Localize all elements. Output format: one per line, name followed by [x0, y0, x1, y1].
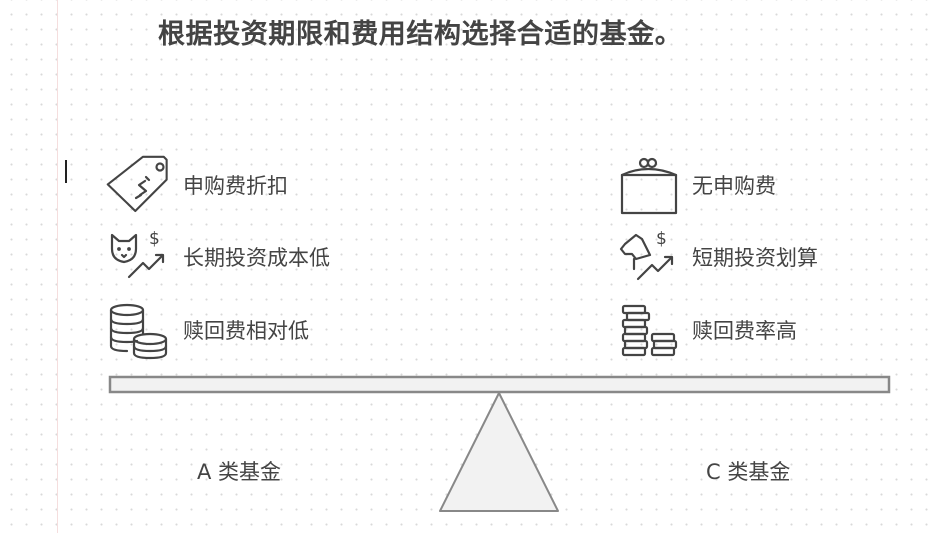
- diagram-title: 根据投资期限和费用结构选择合适的基金。: [158, 19, 683, 50]
- left-item-long-term-cost: $ 长期投资成本低: [105, 227, 330, 287]
- fund-c-label: C 类基金: [706, 460, 791, 484]
- right-item-label: 短期投资划算: [692, 246, 818, 270]
- coin-stacks-icon: [105, 300, 175, 360]
- text-cursor: [65, 160, 67, 183]
- left-item-label: 赎回费相对低: [183, 319, 309, 343]
- left-item-label: 申购费折扣: [183, 174, 288, 198]
- left-item-label: 长期投资成本低: [183, 246, 330, 270]
- seesaw-fulcrum: [439, 392, 559, 512]
- tall-coin-stacks-icon: [614, 300, 684, 360]
- dog-dollar-growth-icon: $: [614, 227, 684, 287]
- right-item-short-term-value: $ 短期投资划算: [614, 227, 818, 287]
- svg-text:$: $: [149, 229, 160, 249]
- right-item-redemption-high: 赎回费率高: [614, 300, 797, 360]
- right-item-label: 无申购费: [692, 174, 776, 198]
- purse-icon: [614, 155, 684, 215]
- right-item-label: 赎回费率高: [692, 319, 797, 343]
- left-item-redemption-low: 赎回费相对低: [105, 300, 309, 360]
- page-margin-line: [57, 0, 58, 533]
- price-tag-dollar-icon: [105, 155, 175, 215]
- cat-dollar-growth-icon: $: [105, 227, 175, 287]
- seesaw-beam: [108, 375, 891, 394]
- svg-text:$: $: [656, 229, 667, 249]
- fund-a-label: A 类基金: [197, 460, 282, 484]
- right-item-no-purchase-fee: 无申购费: [614, 155, 776, 215]
- left-item-purchase-discount: 申购费折扣: [105, 155, 288, 215]
